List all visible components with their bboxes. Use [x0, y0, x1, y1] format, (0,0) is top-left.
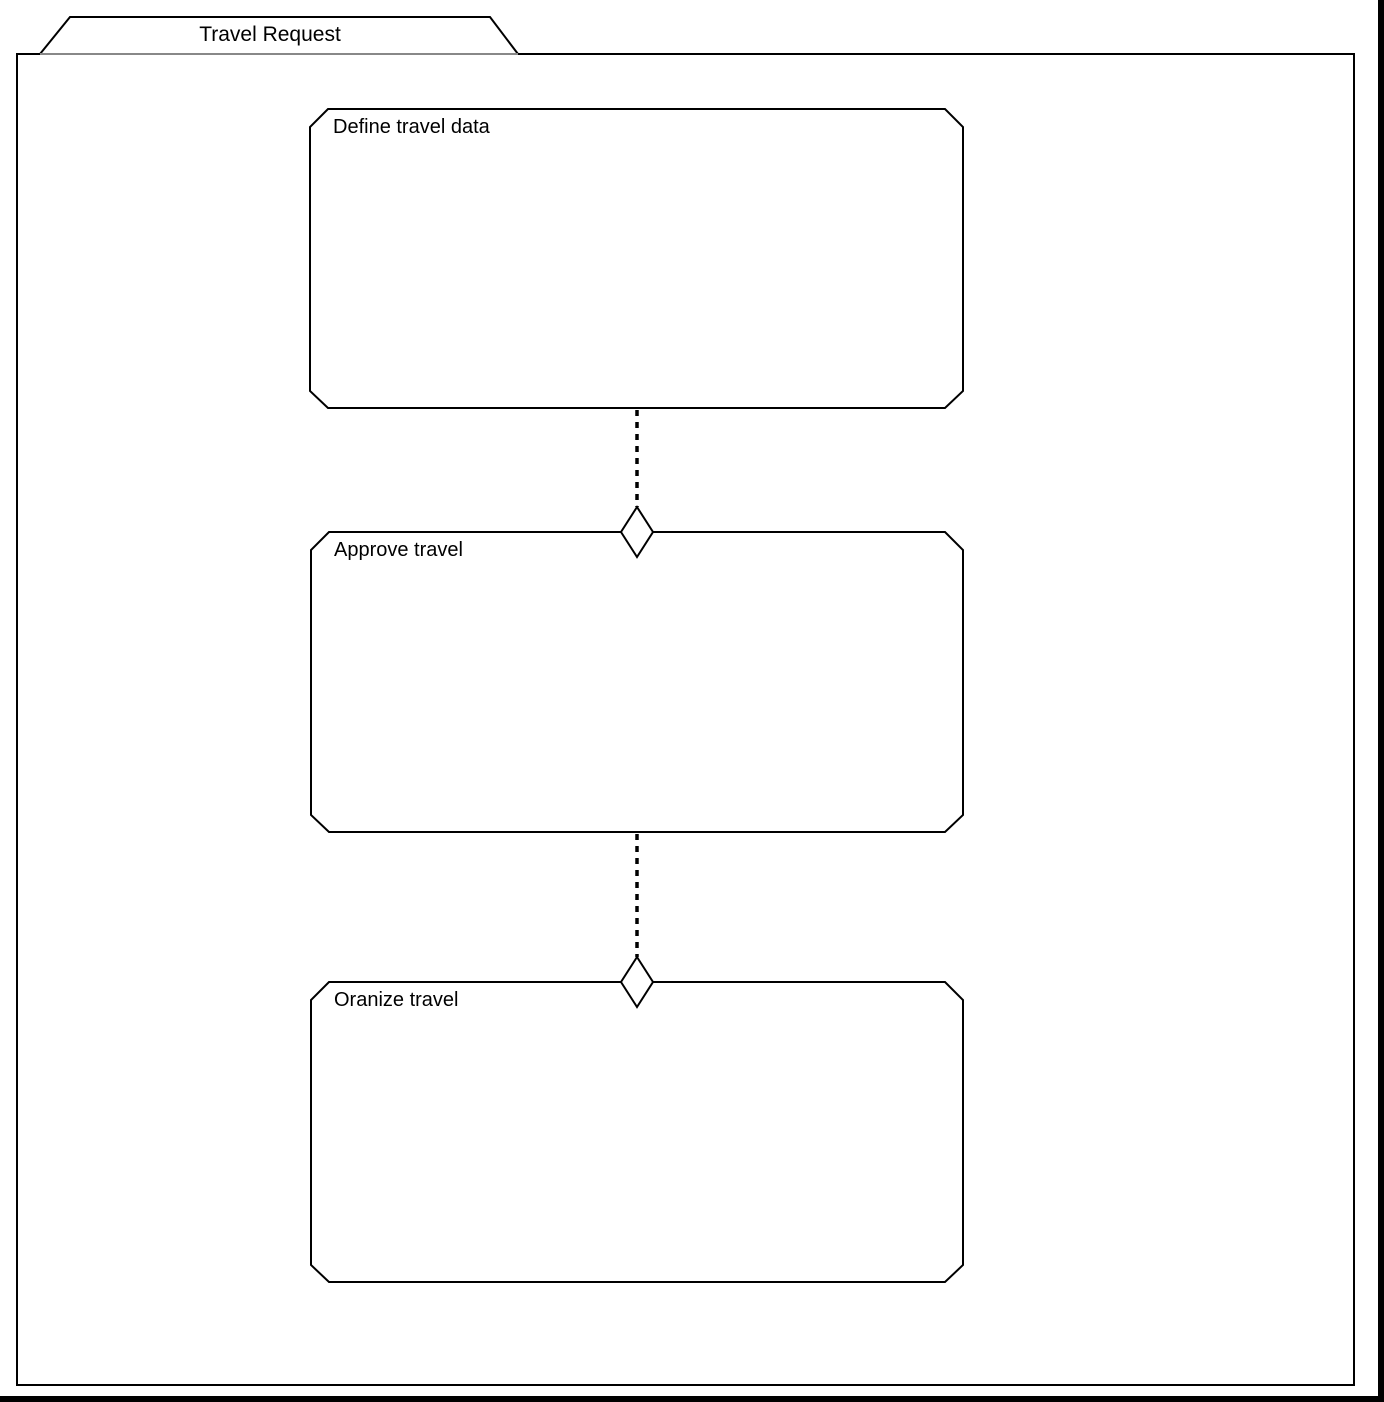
activity-box-define-travel-data[interactable]	[309, 108, 964, 409]
activity-label: Approve travel	[334, 539, 463, 561]
activity-label: Define travel data	[333, 116, 490, 138]
activity-label: Oranize travel	[334, 989, 459, 1011]
diamond-icon	[619, 955, 655, 1009]
window-edge-right	[1378, 0, 1384, 1402]
diamond-icon	[619, 505, 655, 559]
activity-box-approve-travel[interactable]	[310, 531, 964, 833]
activity-box-organize-travel[interactable]	[310, 981, 964, 1283]
window-edge-bottom	[0, 1396, 1384, 1402]
package-title: Travel Request	[199, 23, 341, 46]
